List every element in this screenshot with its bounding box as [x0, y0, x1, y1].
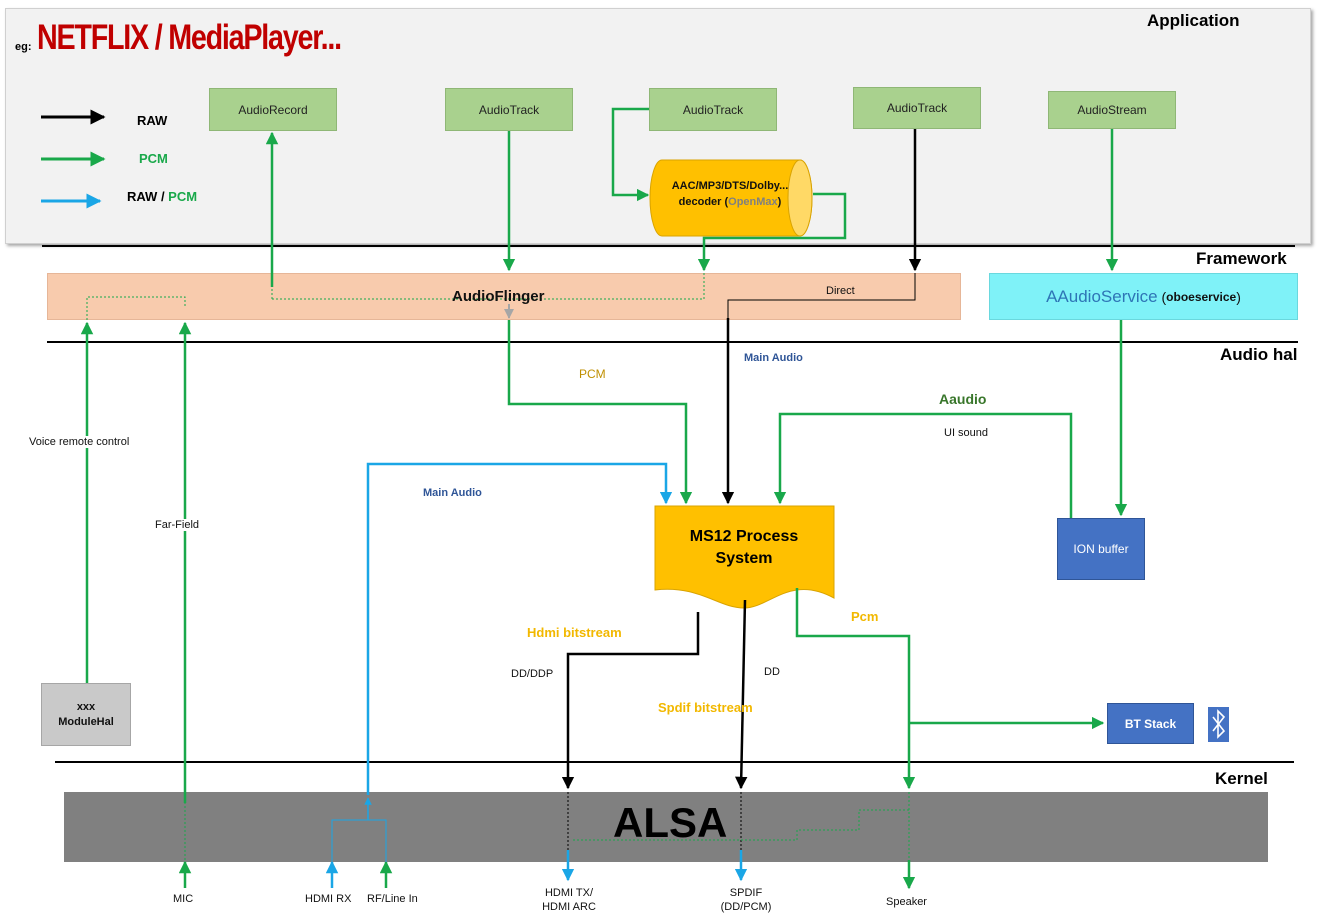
flow-pcm-out [795, 588, 916, 790]
aaudioservice-label: AAudioService [1046, 286, 1158, 306]
spdif-port-label: SPDIF (DD/PCM) [708, 886, 784, 914]
flow-audioflinger-internal-dotted [272, 273, 705, 300]
hdmi-rx-port-label: HDMI RX [305, 893, 352, 905]
flow-af-dotted-left [86, 296, 186, 321]
audio-hal-layer-label: Audio hal [1220, 345, 1298, 364]
modulehal-line1: xxx [76, 700, 96, 713]
eg-label: eg: [15, 41, 32, 53]
ion-buffer-box: ION buffer [1057, 518, 1145, 580]
ms12-line2: System [715, 550, 773, 567]
decoder-line2-a: decoder ( [678, 196, 729, 208]
hdmi-tx-port-label: HDMI TX/ HDMI ARC [531, 886, 607, 914]
dd-ddp-label: DD/DDP [511, 668, 554, 680]
decoder-label: AAC/MP3/DTS/Dolby... decoder (OpenMax) [660, 178, 800, 210]
main-audio-hdmi-label: Main Audio [423, 487, 482, 499]
flow-ion-to-ms12 [773, 412, 1073, 518]
legend-raw-label: RAW [137, 113, 168, 128]
ion-buffer-label: ION buffer [1073, 542, 1129, 556]
flow-audiotrack2-to-decoder [611, 107, 650, 202]
audiotrack-label: AudioTrack [886, 101, 948, 115]
legend-pcm-label: PCM [139, 151, 168, 166]
pcm-out-label: Pcm [851, 609, 879, 624]
flow-decoder-to-audioflinger [697, 192, 847, 272]
ui-sound-label: UI sound [944, 427, 989, 439]
flow-rf-internal [368, 819, 387, 862]
legend-rawpcm-raw: RAW / [127, 189, 169, 204]
dd-label: DD [764, 666, 780, 678]
bt-stack-box: BT Stack [1107, 703, 1194, 744]
audiostream-label: AudioStream [1077, 103, 1147, 117]
audiotrack-box-2: AudioTrack [649, 88, 777, 131]
modulehal-line2: ModuleHal [58, 715, 114, 728]
audiostream-box: AudioStream [1048, 91, 1176, 129]
voice-remote-label: Voice remote control [29, 436, 130, 448]
pcm-label: PCM [579, 367, 606, 381]
bluetooth-icon [1208, 707, 1229, 742]
audiotrack-label: AudioTrack [478, 102, 540, 117]
flow-alsa-pcm-dotted [572, 809, 909, 841]
mic-port-label: MIC [173, 893, 194, 905]
main-audio-top-label: Main Audio [744, 352, 803, 364]
aaudio-label: Aaudio [939, 391, 987, 407]
aaudioservice-paren-open: ( [1157, 288, 1167, 305]
spdif-line2: (DD/PCM) [720, 901, 772, 913]
alsa-label: ALSA [613, 799, 728, 846]
speaker-port-label: Speaker [886, 896, 927, 908]
decoder-line2: decoder (OpenMax) [660, 194, 800, 210]
kernel-layer-label: Kernel [1215, 769, 1268, 788]
page-title: NETFLIX / MediaPlayer... [37, 18, 342, 57]
spdif-line1: SPDIF [729, 887, 763, 899]
audiotrack-box-3: AudioTrack [853, 87, 981, 129]
flow-hdmi-bitstream [561, 612, 700, 790]
hdmi-tx-line1: HDMI TX/ [544, 887, 594, 899]
ms12-line1: MS12 Process [689, 528, 799, 545]
modulehal-box: xxx ModuleHal [41, 683, 131, 746]
legend-rawpcm-label: RAW / PCM [127, 189, 197, 204]
audiorecord-box: AudioRecord [209, 88, 337, 131]
flow-spdif-bitstream [734, 599, 748, 790]
audiotrack-box-1: AudioTrack [445, 88, 573, 131]
aaudioservice-sub: oboeservice [1166, 289, 1237, 304]
far-field-label: Far-Field [155, 519, 200, 531]
legend-rawpcm-pcm: PCM [168, 189, 198, 204]
flow-direct-internal [727, 273, 916, 318]
audiotrack-label: AudioTrack [682, 102, 744, 117]
audiorecord-label: AudioRecord [238, 102, 308, 117]
decoder-line2-c: ) [777, 196, 782, 208]
application-layer-label: Application [1147, 11, 1240, 30]
hdmi-bitstream-label: Hdmi bitstream [527, 625, 622, 640]
alsa-bar [64, 792, 1268, 862]
direct-label: Direct [826, 285, 855, 297]
aaudioservice-paren-close: ) [1236, 288, 1241, 305]
aaudioservice-box: AAudioService ( oboeservice ) [989, 273, 1298, 320]
decoder-line1: AAC/MP3/DTS/Dolby... [671, 180, 789, 192]
flow-hdmi-rx-internal [331, 819, 368, 862]
decoder-shape [649, 159, 813, 237]
flow-main-audio-blue [366, 462, 673, 795]
ms12-label: MS12 Process System [660, 526, 828, 570]
spdif-bitstream-label: Spdif bitstream [658, 700, 753, 715]
framework-layer-label: Framework [1196, 249, 1287, 268]
rf-line-in-port-label: RF/Line In [367, 893, 418, 905]
hdmi-tx-line2: HDMI ARC [542, 901, 596, 913]
bt-stack-label: BT Stack [1124, 716, 1177, 731]
flow-pcm-to-ms12 [507, 320, 693, 505]
audioflinger-label: AudioFlinger [452, 288, 545, 305]
decoder-openmax: OpenMax [728, 196, 778, 208]
